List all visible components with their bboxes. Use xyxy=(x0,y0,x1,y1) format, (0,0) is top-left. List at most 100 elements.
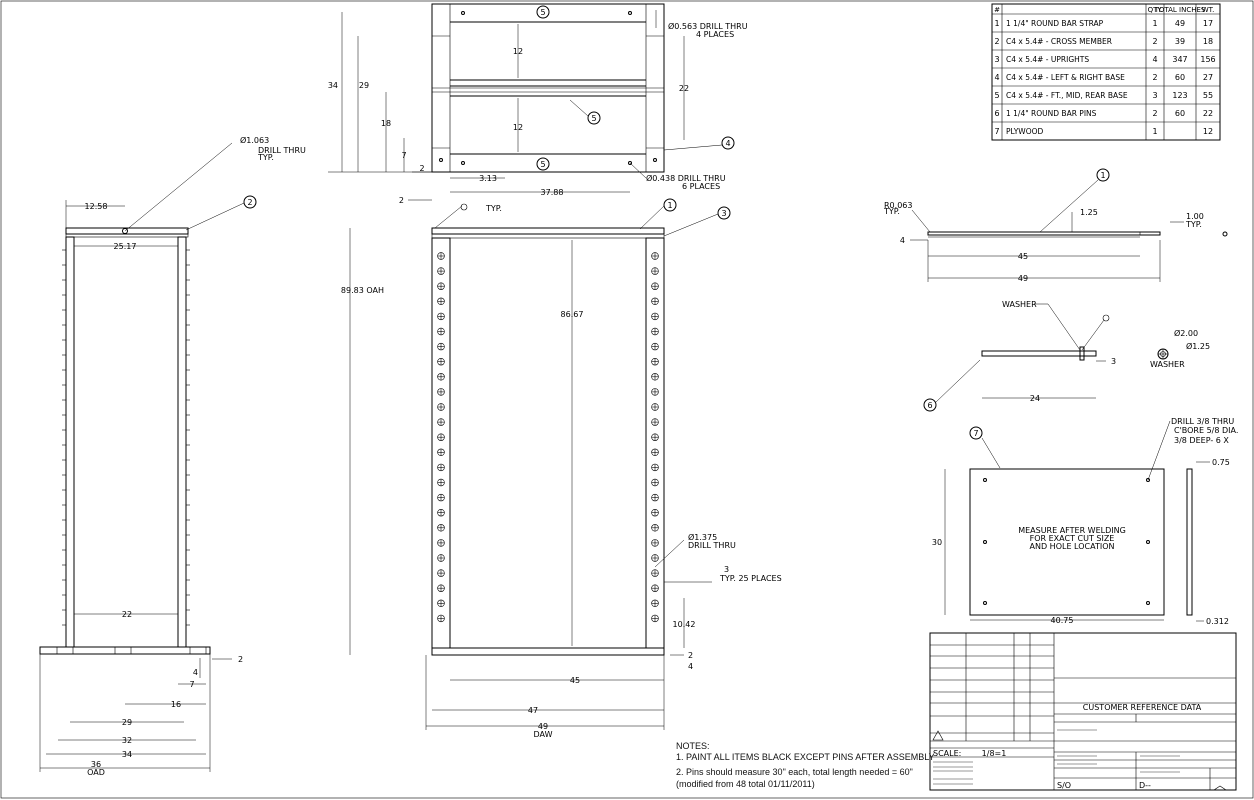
pin-detail: WASHER 3 24 6 Ø2.00 Ø1.25 WASHER xyxy=(923,300,1210,412)
balloon-4: 4 xyxy=(725,139,730,148)
dim-34: 34 xyxy=(122,750,132,759)
pin-hole-icon xyxy=(651,297,659,305)
customer-ref: CUSTOMER REFERENCE DATA xyxy=(1083,703,1202,712)
pin-note-1: Ø1.375 xyxy=(688,532,717,542)
dim-16: 16 xyxy=(171,700,181,709)
notes-line-3: (modified from 48 total 01/11/2011) xyxy=(676,779,815,789)
pin-hole-icon xyxy=(437,524,445,532)
bom-desc: C4 x 5.4# - LEFT & RIGHT BASE xyxy=(1006,73,1125,82)
revision-triangle xyxy=(932,730,944,741)
dim-2b: 2 xyxy=(399,196,404,205)
pin-hole-icon xyxy=(437,403,445,411)
hole-note-1: Ø0.563 DRILL THRU xyxy=(668,21,748,31)
pin-note-2: DRILL THRU xyxy=(688,541,736,550)
balloon-5-bottom: 5 xyxy=(540,160,545,169)
r-note-1: R0.063 xyxy=(884,201,912,210)
pin-hole-icon xyxy=(651,267,659,275)
bom-wt: 55 xyxy=(1203,91,1213,100)
bom-qty: 2 xyxy=(1152,37,1157,46)
bom-desc: 1 1/4" ROUND BAR STRAP xyxy=(1006,19,1104,28)
dim-2a: 2 xyxy=(419,164,424,173)
pin-hole-icon xyxy=(437,252,445,260)
bom-desc: C4 x 5.4# - FT., MID, REAR BASE xyxy=(1006,91,1128,100)
bom-inches: 123 xyxy=(1172,91,1187,100)
front-view: 89.83 OAH 86.67 10.42 2 4 45 47 49 DAW T… xyxy=(341,198,782,739)
pin-hole-icon xyxy=(651,493,659,502)
dim-29: 29 xyxy=(122,718,132,727)
pin-hole-icon xyxy=(437,509,445,517)
bom-num: 6 xyxy=(994,109,999,118)
pin-hole-icon xyxy=(437,539,445,547)
pin-hole-icon xyxy=(651,358,659,366)
title-block: CUSTOMER REFERENCE DATA SCALE: 1/8=1 S/O… xyxy=(929,632,1237,791)
pin-hole-icon xyxy=(437,312,445,321)
pin-hole-icon xyxy=(437,614,445,623)
pin-hole-icon xyxy=(651,342,659,351)
pin-hole-icon xyxy=(437,599,445,607)
bom-wt: 17 xyxy=(1203,19,1213,28)
pin-hole-icon xyxy=(651,418,659,426)
bom-wt: 22 xyxy=(1203,109,1213,118)
pin-hole-icon xyxy=(437,463,445,472)
hole2-note-1: Ø0.438 DRILL THRU xyxy=(646,173,726,183)
bom-wt: 27 xyxy=(1203,73,1213,82)
dim-22: 22 xyxy=(122,610,132,619)
pin-hole-icon xyxy=(437,267,445,275)
plywood-dim-0-312: 0.312 xyxy=(1206,617,1229,626)
notes-line-1: 1. PAINT ALL ITEMS BLACK EXCEPT PINS AFT… xyxy=(676,752,935,762)
bom-qty: 2 xyxy=(1152,73,1157,82)
pin-note-3: 3 xyxy=(724,565,729,574)
plywood-dim-0-75: 0.75 xyxy=(1212,458,1230,467)
pin-hole-icon xyxy=(651,614,659,623)
pin-hole-icon xyxy=(437,493,445,502)
balloon-7: 7 xyxy=(973,429,978,438)
dim-34: 34 xyxy=(328,81,338,90)
balloon-3: 3 xyxy=(721,209,726,218)
balloon-2: 2 xyxy=(247,198,252,207)
washer-d-125: Ø1.25 xyxy=(1186,341,1210,351)
pin-hole-icon xyxy=(651,524,659,532)
plywood-dim-30: 30 xyxy=(932,538,942,547)
balloon-5-mid: 5 xyxy=(591,114,596,123)
bom-num: 1 xyxy=(994,19,999,28)
pin-dim-24: 24 xyxy=(1030,394,1040,403)
notes-block: NOTES: 1. PAINT ALL ITEMS BLACK EXCEPT P… xyxy=(676,741,935,789)
pin-hole-icon xyxy=(437,569,445,577)
balloon-1-strap: 1 xyxy=(1100,171,1105,180)
d-label: D-- xyxy=(1139,781,1151,790)
plywood-drill-2: C'BORE 5/8 DIA. xyxy=(1174,426,1238,435)
washer-callout: WASHER xyxy=(1002,300,1037,309)
bom-qty: 4 xyxy=(1152,55,1157,64)
pin-hole-icon xyxy=(651,448,659,456)
dim-10-42: 10.42 xyxy=(673,620,696,629)
bom-header: WT. xyxy=(1202,6,1215,14)
notes-line-2: 2. Pins should measure 30" each, total l… xyxy=(676,767,913,777)
dim-45: 45 xyxy=(570,676,580,685)
pin-dim-3: 3 xyxy=(1111,357,1116,366)
plywood-note-1: MEASURE AFTER WELDING xyxy=(1018,526,1126,535)
dim-25-17: 25.17 xyxy=(114,242,137,251)
balloon-5-top: 5 xyxy=(540,8,545,17)
bom-num: 4 xyxy=(994,73,999,82)
bom-inches: 39 xyxy=(1175,37,1185,46)
bom-qty: 2 xyxy=(1152,109,1157,118)
strap-dim-49: 49 xyxy=(1018,274,1028,283)
dim-3-13: 3.13 xyxy=(479,174,497,183)
strap-detail: 1 R0.063 TYP. 1.25 1.00 TYP. 4 45 49 xyxy=(883,168,1228,283)
oad-label: OAD xyxy=(87,768,105,777)
dim-22: 22 xyxy=(679,84,689,93)
bom-qty: 1 xyxy=(1152,127,1157,136)
weld-typ: TYP. xyxy=(485,204,502,213)
dim-2: 2 xyxy=(238,655,243,664)
bom-num: 7 xyxy=(994,127,999,136)
strap-typ: TYP. xyxy=(1185,220,1202,229)
pin-hole-icon xyxy=(651,554,659,562)
dim-37-88: 37.88 xyxy=(541,188,564,197)
strap-dim-45: 45 xyxy=(1018,252,1028,261)
bom-qty: 3 xyxy=(1152,91,1157,100)
pin-hole-icon xyxy=(651,599,659,607)
pin-hole-icon xyxy=(437,418,445,426)
bom-num: 5 xyxy=(994,91,999,100)
pin-hole-icon xyxy=(651,252,659,260)
